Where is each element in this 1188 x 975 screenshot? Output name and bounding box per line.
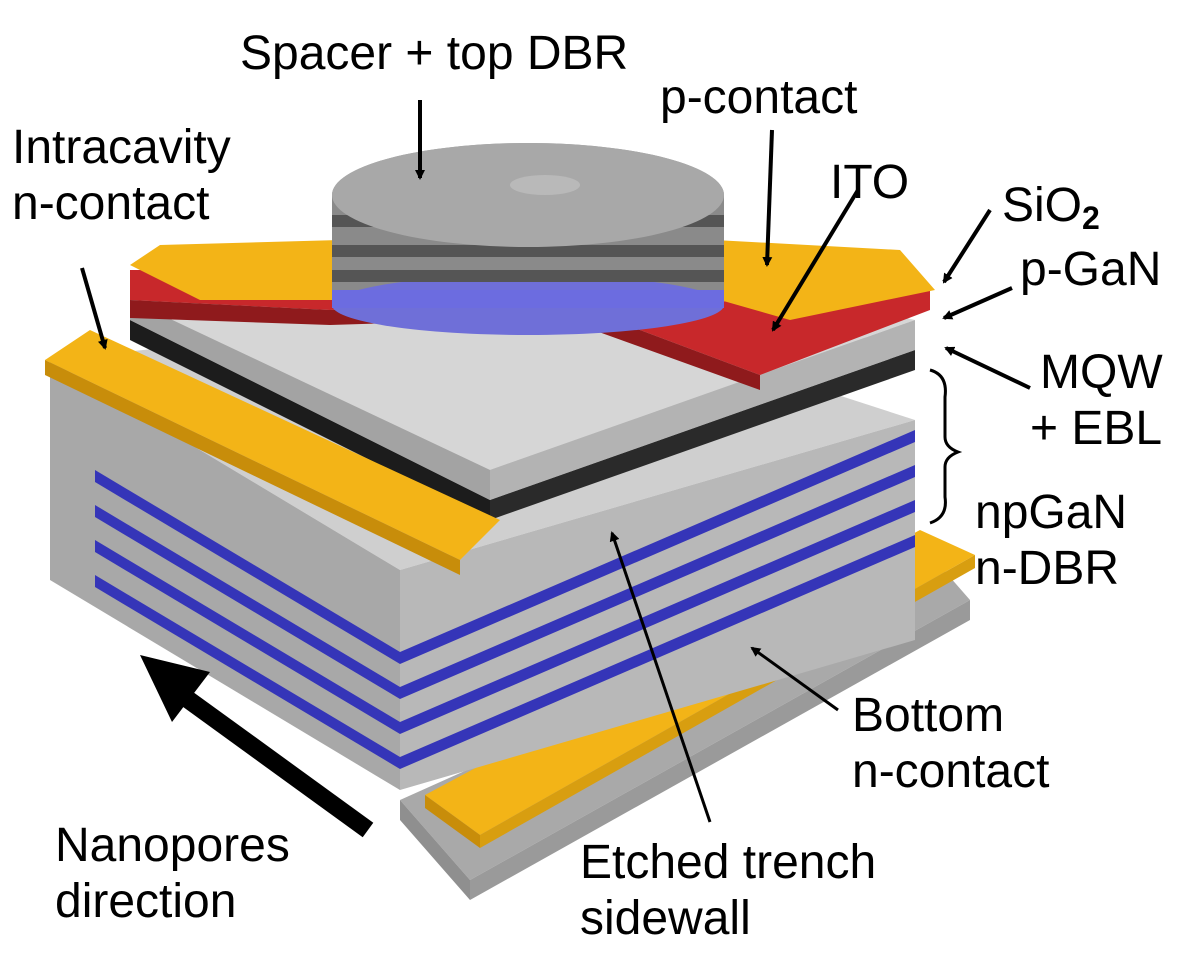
top-p-contact-left — [130, 240, 340, 300]
arrow-etched-trench — [609, 531, 712, 823]
dbr-stripes-left — [95, 470, 400, 769]
dbr-stripes-right — [400, 430, 915, 769]
arrow-intracavity — [80, 267, 108, 350]
annotation-arrows — [80, 100, 1031, 823]
npgan-bracket — [929, 368, 963, 525]
label-p-gan: p-GaN — [1020, 243, 1162, 296]
arrow-sio2 — [942, 208, 992, 284]
label-p-contact: p-contact — [660, 71, 858, 124]
label-npgan-n-dbr: npGaN n-DBR — [975, 486, 1128, 595]
label-etched-trench-sidewall: Etched trench sidewall — [580, 836, 877, 945]
label-bottom-n-contact: Bottom n-contact — [852, 689, 1050, 798]
arrow-p-contact — [762, 129, 774, 267]
label-sio2: SiO2 — [1002, 179, 1100, 236]
intracavity-n-contact-pad — [45, 330, 500, 575]
arrow-p-gan — [942, 286, 1013, 320]
top-dbr-stack — [332, 143, 724, 335]
nanopores-direction-arrow — [140, 655, 374, 838]
label-nanopores-direction: Nanopores direction — [55, 819, 290, 928]
label-ito: ITO — [830, 156, 910, 209]
arrow-bottom-n-contact — [750, 646, 839, 712]
arrow-mqw — [944, 346, 1031, 390]
label-mqw-ebl: MQW + EBL — [1030, 346, 1163, 455]
label-spacer-top-dbr: Spacer + top DBR — [240, 27, 629, 80]
label-intracavity-n-contact: Intracavity n-contact — [12, 121, 231, 230]
arrow-ito — [771, 188, 860, 332]
